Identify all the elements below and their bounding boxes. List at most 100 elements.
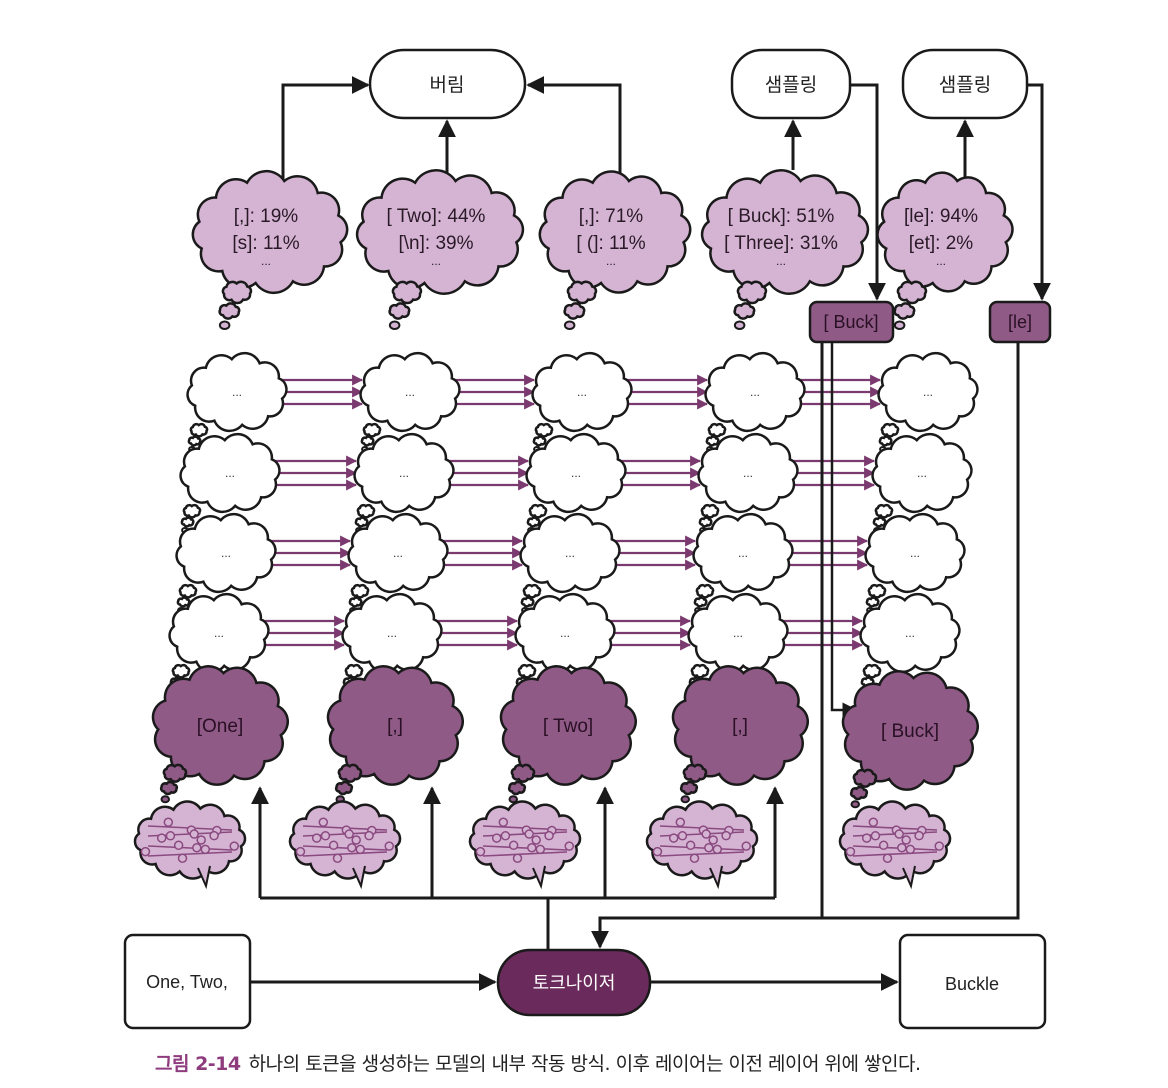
circuit-node: [163, 817, 174, 828]
hidden-cloud-tail-1: [362, 422, 382, 438]
prob-cloud-tail-1-2: [218, 302, 241, 320]
tokenizer-label: 토크나이저: [533, 973, 616, 993]
circuit-node: [901, 835, 911, 845]
hidden-cloud-tail-1: [862, 663, 882, 679]
prob-cloud-1: [191, 169, 349, 295]
circuit-trace: [852, 845, 938, 851]
hidden-cloud-r2-c3: [525, 432, 627, 514]
hidden-cloud-r3-c1: [175, 512, 277, 594]
token-cloud-label: [,]: [732, 716, 748, 737]
hidden-cloud-tail-1: [528, 503, 548, 519]
hidden-cloud-label: ...: [560, 626, 570, 640]
circuit-node: [535, 844, 546, 855]
hidden-cloud-tail-1: [695, 583, 715, 599]
token-cloud-tail-3-2: [507, 780, 527, 796]
hidden-cloud-label: ...: [405, 385, 415, 399]
diagram: [,]: 19%[s]: 11%...[ Two]: 44%[\n]: 39%.…: [123, 48, 1052, 1030]
sampling-1-to-token: [850, 83, 886, 301]
prob-cloud-5: [876, 171, 1014, 293]
brain-outline: [645, 800, 759, 880]
circuit-node: [192, 843, 202, 853]
token-cloud-3: [499, 665, 638, 786]
sampling-label-1: 샘플링: [765, 74, 817, 96]
prob-line: [ Buck]: 51%: [728, 206, 835, 227]
caption-text: 하나의 토큰을 생성하는 모델의 내부 작동 방식. 이후 레이어는 이전 레이…: [248, 1053, 921, 1075]
circuit-node: [524, 829, 534, 839]
output-text: Buckle: [945, 974, 999, 994]
brain-outline: [838, 800, 952, 880]
hidden-cloud-tail-2: [526, 516, 541, 528]
circuit-node: [531, 835, 541, 845]
brain-circuit-icon: [468, 800, 582, 890]
hidden-cloud-label: ...: [232, 385, 242, 399]
circuit-node: [173, 840, 184, 851]
hidden-cloud-r1-c3: [531, 351, 633, 433]
circuit-node: [677, 831, 688, 841]
token-cloud-4: [671, 665, 810, 786]
hidden-cloud-tail-1: [867, 583, 887, 599]
hidden-cloud-r3-c2: [347, 512, 449, 594]
sampled-token-1: [ Buck]: [823, 312, 878, 332]
circuit-node: [189, 829, 199, 839]
token-cloud-tail-2-2: [334, 780, 354, 796]
token-cloud-5: [841, 670, 980, 791]
circuit-node: [491, 833, 502, 843]
hidden-cloud-r2-c4: [697, 432, 799, 514]
sampling-label-2: 샘플링: [939, 74, 991, 96]
prob-line: [s]: 11%: [232, 233, 299, 254]
hidden-cloud-tail-1: [522, 583, 542, 599]
prob-cloud-tail-2-1: [391, 280, 423, 305]
hidden-cloud-label: ...: [733, 626, 743, 640]
hidden-cloud-tail-2: [176, 596, 191, 608]
connector-lines: [250, 76, 1051, 991]
circuit-node: [344, 829, 354, 839]
caption-number: 그림 2-14: [155, 1053, 241, 1075]
token-cloud-tail-5-2: [849, 785, 869, 801]
hidden-cloud-tail-2: [872, 516, 887, 528]
hidden-cloud-label: ...: [393, 546, 403, 560]
circuit-node: [351, 835, 361, 845]
input-text: One, Two,: [146, 972, 228, 992]
hidden-cloud-tail-2: [532, 435, 547, 447]
brain-stem: [532, 865, 546, 890]
prob-line: [le]: 94%: [904, 206, 978, 227]
hidden-cloud-r1-c5: [877, 351, 979, 433]
circuit-node: [652, 846, 663, 857]
hidden-cloud-r4-c5: [859, 592, 961, 674]
hidden-cloud-tail-2: [878, 435, 893, 447]
circuit-node: [668, 833, 679, 843]
hidden-cloud-tail-2: [698, 516, 713, 528]
circuit-node: [564, 841, 575, 851]
hidden-cloud-tail-1: [880, 422, 900, 438]
sampling-box-2: [901, 48, 1029, 120]
token-cloud-tail-4-3: [680, 795, 690, 804]
hidden-cloud-r3-c5: [864, 512, 966, 594]
circuit-node: [332, 853, 343, 863]
hidden-cloud-tail-1: [182, 503, 202, 519]
prob-line: [ Two]: 44%: [387, 206, 486, 227]
prob-line: [ (]: 11%: [576, 233, 645, 254]
circuit-trace: [302, 845, 388, 851]
circuit-node: [498, 817, 509, 828]
hidden-cloud-label: ...: [399, 466, 409, 480]
prob-cloud-tail-5-3: [893, 320, 906, 331]
circuit-node: [295, 846, 306, 857]
hidden-cloud-r2-c1: [179, 432, 281, 514]
circuit-node: [914, 830, 924, 841]
hidden-cloud-tail-1: [517, 663, 537, 679]
circuit-node: [934, 841, 945, 851]
hidden-cloud-label: ...: [214, 626, 224, 640]
prob-cloud-tail-5-2: [893, 302, 916, 320]
circuit-node: [689, 853, 700, 863]
brain-circuit-icon: [838, 800, 952, 890]
prob-line: ...: [776, 254, 786, 268]
prob-line: ...: [261, 254, 271, 268]
circuit-node: [177, 853, 188, 863]
hidden-cloud-r2-c2: [353, 432, 455, 514]
sampled-token-box-1: [808, 300, 895, 344]
token-cloud-label: [ Two]: [543, 716, 593, 737]
circuit-node: [347, 843, 357, 853]
prob-cloud-tail-3-2: [563, 302, 586, 320]
hidden-cloud-tail-1: [356, 503, 376, 519]
circuit-node: [882, 853, 893, 863]
